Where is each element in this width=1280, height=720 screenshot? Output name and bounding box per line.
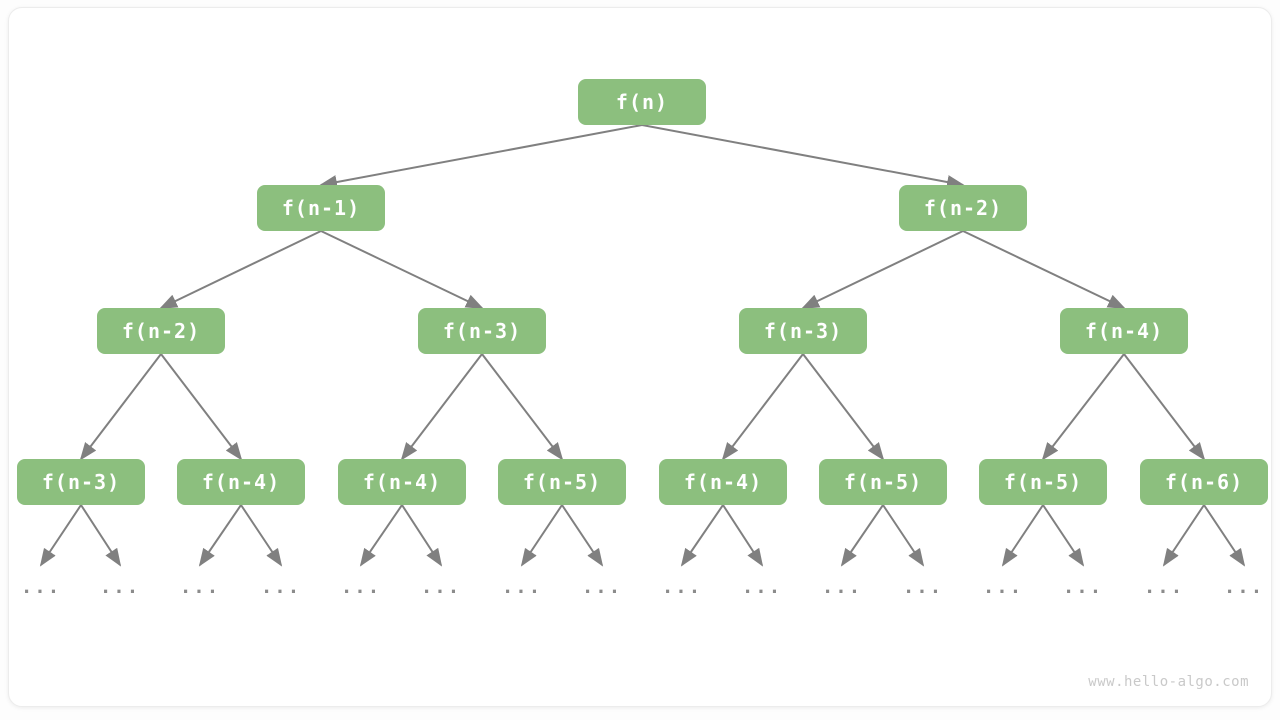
tree-edge bbox=[401, 504, 443, 567]
tree-node[interactable]: f(n-4) bbox=[177, 459, 305, 505]
tree-ellipsis: ... bbox=[581, 576, 623, 598]
tree-edge bbox=[1162, 504, 1205, 567]
tree-edge bbox=[680, 504, 724, 567]
tree-edge bbox=[1042, 504, 1085, 567]
tree-node[interactable]: f(n-3) bbox=[418, 308, 546, 354]
tree-ellipsis: ... bbox=[260, 576, 302, 598]
diagram-card: f(n) f(n-1) f(n-2) f(n-2) f(n-3) f(n-3) f(n-4)… bbox=[8, 7, 1272, 707]
tree-node[interactable]: f(n-5) bbox=[979, 459, 1107, 505]
tree-node[interactable]: f(n-2) bbox=[97, 308, 225, 354]
tree-node[interactable]: f(n-3) bbox=[17, 459, 145, 505]
tree-edge bbox=[882, 504, 925, 567]
tree-edge bbox=[641, 124, 965, 189]
tree-ellipsis: ... bbox=[420, 576, 462, 598]
tree-edge bbox=[79, 353, 162, 461]
tree-edge bbox=[561, 504, 604, 567]
tree-ellipsis: ... bbox=[501, 576, 543, 598]
tree-node[interactable]: f(n-6) bbox=[1140, 459, 1268, 505]
tree-ellipsis: ... bbox=[1143, 576, 1185, 598]
tree-node[interactable]: f(n-4) bbox=[338, 459, 466, 505]
tree-ellipsis: ... bbox=[340, 576, 382, 598]
tree-edge bbox=[160, 353, 243, 461]
tree-edge bbox=[400, 353, 483, 461]
tree-ellipsis: ... bbox=[741, 576, 783, 598]
recursion-tree-diagram: f(n) f(n-1) f(n-2) f(n-2) f(n-3) f(n-3) f(n-4)… bbox=[9, 8, 1271, 706]
watermark-label: www.hello-algo.com bbox=[1088, 674, 1249, 690]
tree-ellipsis: ... bbox=[99, 576, 141, 598]
tree-edge bbox=[80, 504, 122, 567]
tree-edge bbox=[359, 504, 403, 567]
tree-edge bbox=[801, 230, 964, 309]
tree-edge bbox=[198, 504, 242, 567]
tree-ellipsis: ... bbox=[982, 576, 1024, 598]
tree-edge bbox=[319, 124, 643, 189]
tree-edge bbox=[1001, 504, 1044, 567]
tree-node[interactable]: f(n-3) bbox=[739, 308, 867, 354]
tree-node[interactable]: f(n) bbox=[578, 79, 706, 125]
tree-edge bbox=[722, 504, 764, 567]
tree-node[interactable]: f(n-5) bbox=[819, 459, 947, 505]
tree-edge bbox=[721, 353, 804, 461]
tree-node[interactable]: f(n-4) bbox=[1060, 308, 1188, 354]
tree-node[interactable]: f(n-5) bbox=[498, 459, 626, 505]
tree-edge bbox=[962, 230, 1126, 309]
tree-ellipsis: ... bbox=[902, 576, 944, 598]
tree-edge bbox=[240, 504, 283, 567]
tree-edge bbox=[802, 353, 885, 461]
tree-edge bbox=[39, 504, 82, 567]
tree-edge bbox=[481, 353, 564, 461]
tree-ellipsis: ... bbox=[821, 576, 863, 598]
tree-edge bbox=[1123, 353, 1206, 461]
tree-node[interactable]: f(n-2) bbox=[899, 185, 1027, 231]
tree-node[interactable]: f(n-4) bbox=[659, 459, 787, 505]
tree-edge bbox=[320, 230, 484, 309]
tree-edge bbox=[1203, 504, 1246, 567]
tree-ellipsis: ... bbox=[1062, 576, 1104, 598]
tree-edge bbox=[1041, 353, 1125, 461]
tree-edge bbox=[159, 230, 322, 309]
tree-ellipsis: ... bbox=[661, 576, 703, 598]
tree-edge bbox=[520, 504, 563, 567]
tree-node[interactable]: f(n-1) bbox=[257, 185, 385, 231]
tree-ellipsis: ... bbox=[179, 576, 221, 598]
tree-ellipsis: ... bbox=[1223, 576, 1265, 598]
tree-edge bbox=[840, 504, 884, 567]
tree-ellipsis: ... bbox=[20, 576, 62, 598]
